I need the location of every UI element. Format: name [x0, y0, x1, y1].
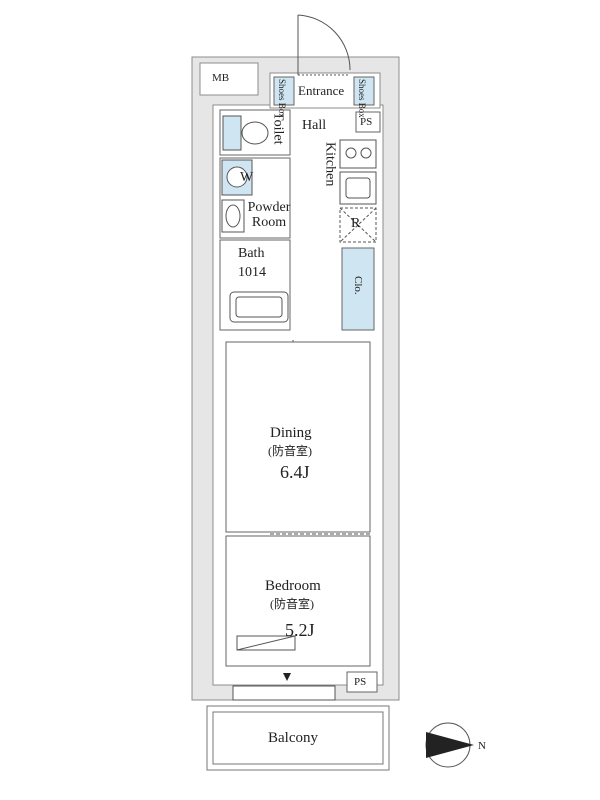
- bathtub-icon: [229, 291, 289, 323]
- dining-room: [225, 341, 371, 533]
- mb-label: MB: [212, 72, 230, 84]
- bedroom-size-label: 5.2J: [285, 620, 315, 640]
- bedroom-note-label: (防音室): [270, 597, 314, 611]
- dining-label: Dining: [270, 425, 312, 441]
- kitchen-sink-icon: [339, 171, 377, 205]
- ps-bottom-label: PS: [354, 676, 367, 688]
- hall-label: Hall: [302, 118, 327, 133]
- compass-n-label: N: [478, 740, 486, 752]
- balcony-area: [206, 705, 390, 771]
- sink-icon: [221, 199, 245, 233]
- washer-label: W: [240, 170, 254, 185]
- powder-room-label: Powder Room: [247, 200, 291, 231]
- entry-arrow-icon: [283, 673, 291, 681]
- bath-label: Bath: [238, 246, 265, 261]
- dining-note-label: (防音室): [268, 444, 312, 458]
- washer-icon: [221, 159, 253, 196]
- shoes-box-right-label: Shoes Box: [356, 79, 367, 118]
- ps-top-box: [355, 111, 381, 133]
- entrance-label: Entrance: [298, 83, 345, 98]
- closet: [341, 247, 375, 331]
- closet-label: Clo.: [352, 276, 365, 295]
- compass-icon: [425, 722, 474, 768]
- shoes-box-left-label: Shoes Box: [276, 79, 287, 118]
- bath-size-label: 1014: [238, 265, 266, 280]
- shoes-box-left: [273, 76, 295, 106]
- shoes-box-right: [353, 76, 375, 106]
- refrigerator-label: R: [351, 216, 361, 231]
- toilet-icon: [222, 115, 269, 151]
- balcony-window: [232, 685, 336, 701]
- kitchen-label: Kitchen: [322, 142, 338, 187]
- refrigerator-icon: [339, 207, 377, 243]
- ps-bottom-box: [346, 671, 378, 693]
- balcony-label: Balcony: [268, 730, 318, 746]
- ps-top-label: PS: [360, 116, 373, 128]
- dining-size-label: 6.4J: [280, 462, 310, 482]
- stove-icon: [339, 139, 377, 169]
- toilet-label: Toilet: [270, 112, 286, 145]
- door-swing-icon: [297, 14, 351, 76]
- bedroom-label: Bedroom: [265, 578, 321, 594]
